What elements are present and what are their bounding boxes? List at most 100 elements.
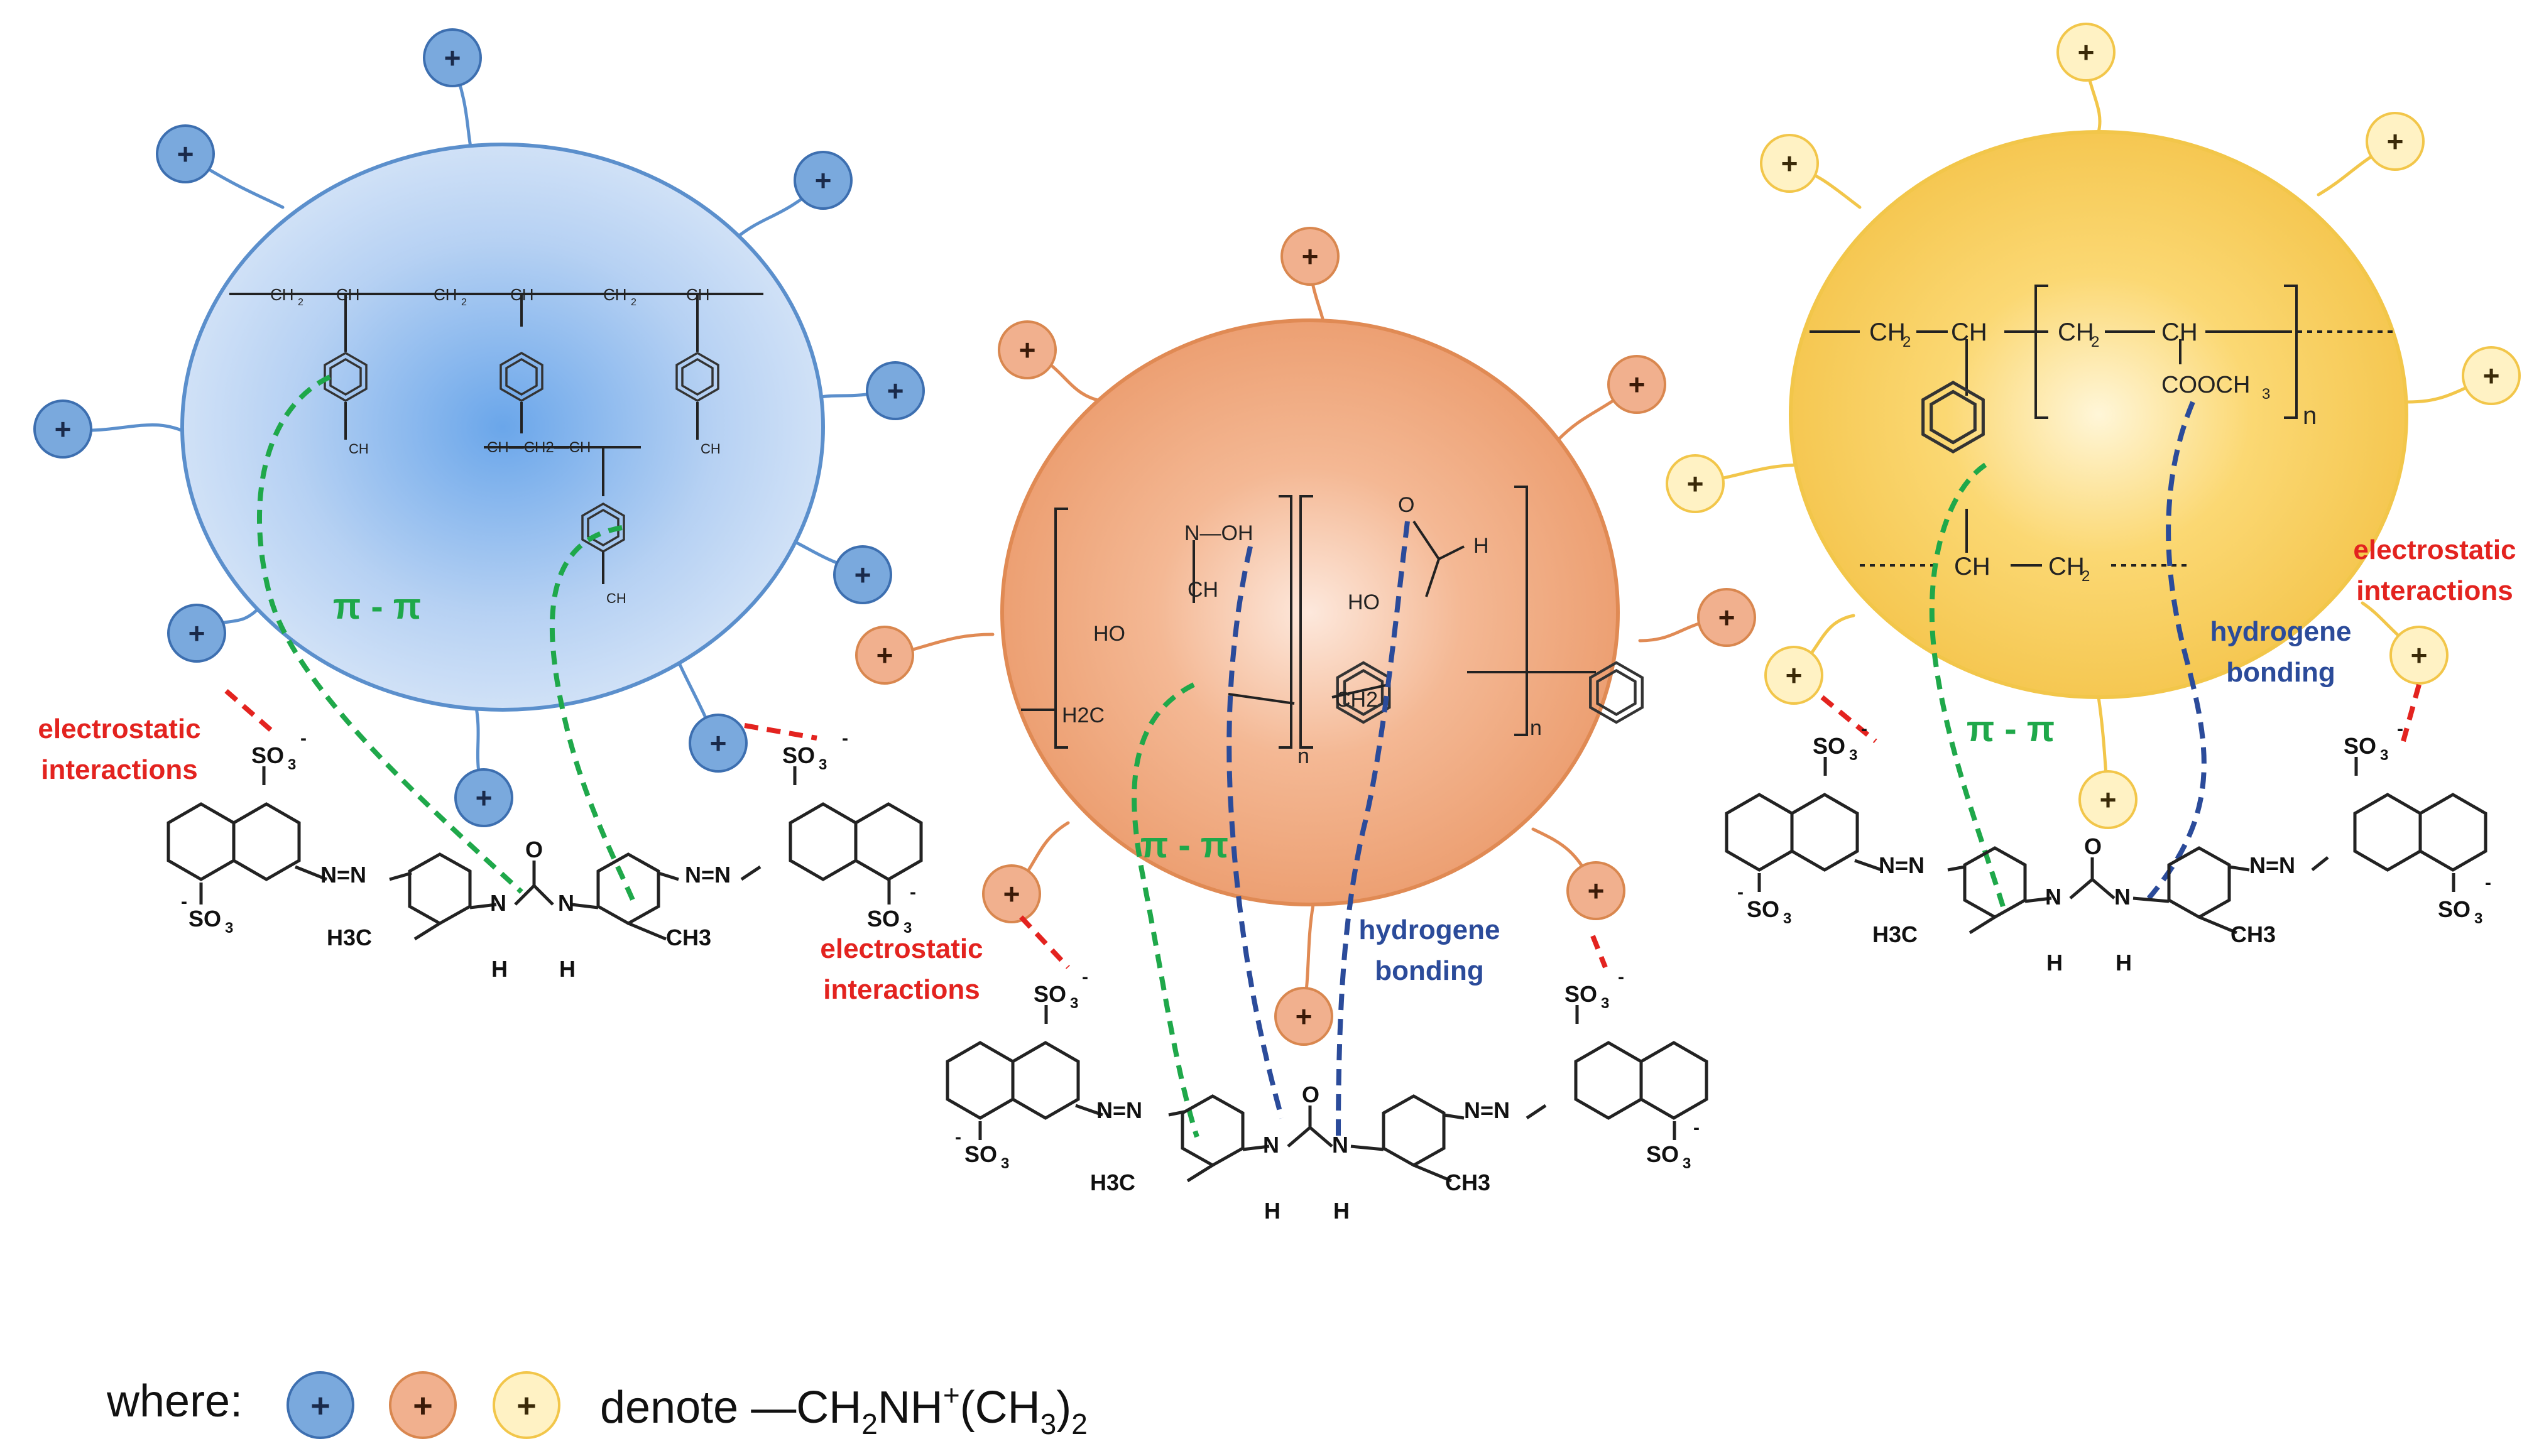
- blue-bridge: CH—CH2—CH: [487, 439, 591, 456]
- svg-text:+: +: [1588, 874, 1605, 907]
- yellow-hb-line: [2146, 401, 2207, 900]
- dye2-so3-bottom-left: SO: [964, 1141, 997, 1167]
- orange-es-line-2: [1590, 935, 1608, 969]
- orange-particle: N—OH CH HO H2C CH2 O H HO n n + + + + + …: [855, 227, 1756, 1138]
- blue-ch2-2: CH: [434, 285, 457, 304]
- svg-text:+: +: [188, 617, 205, 649]
- dye1-nh-left-n: N: [490, 890, 506, 916]
- yellow-hb-label-2: bonding: [2226, 657, 2335, 688]
- dye1-ch3: CH3: [666, 925, 711, 950]
- svg-text:3: 3: [2262, 386, 2270, 403]
- dye2-h3c: H3C: [1090, 1170, 1135, 1195]
- svg-text:+: +: [815, 164, 832, 197]
- svg-text:+: +: [310, 1387, 330, 1425]
- blue-ch-1: CH: [336, 285, 360, 304]
- dye1-nh-left-h: H: [491, 956, 508, 982]
- orange-charge-icon: +: [982, 864, 1041, 923]
- yellow-polymer-labels: CH 2 CH CH 2 CH COOCH 3 n CH CH 2: [1869, 318, 2317, 585]
- yellow-es-label-1: electrostatic: [2353, 535, 2516, 565]
- dye-3: SO 3 - SO 3 - N=N H3C N H O N H N=N CH3 …: [1727, 719, 2491, 975]
- svg-text:+: +: [1781, 147, 1798, 180]
- svg-text:+: +: [2483, 359, 2500, 392]
- svg-text:+: +: [476, 781, 493, 814]
- svg-text:-: -: [181, 891, 187, 912]
- svg-text:2: 2: [631, 297, 636, 308]
- orange-charge-icon: +: [1697, 588, 1756, 647]
- yellow-charge-icon: +: [1760, 134, 1819, 193]
- orange-ch: CH: [1188, 578, 1218, 602]
- blue-ch-3: CH: [686, 285, 710, 304]
- yellow-es-line-2: [2401, 683, 2422, 742]
- dye2-nh-left-h: H: [1264, 1198, 1280, 1224]
- svg-text:-: -: [955, 1127, 961, 1148]
- svg-text:-: -: [1737, 882, 1744, 903]
- svg-text:+: +: [2411, 639, 2428, 671]
- blue-es-line-2: [744, 723, 817, 741]
- legend-blue-charge-icon: +: [287, 1371, 354, 1439]
- dye2-carbonyl-o: O: [1302, 1082, 1319, 1107]
- orange-n-2: n: [1530, 716, 1542, 740]
- svg-text:2: 2: [2082, 568, 2090, 585]
- legend: where: + + + denote —CH2NH+(CH3)2: [106, 1371, 1088, 1440]
- dye-2: SO 3 - SO 3 - N=N H3C N H O N H N=N CH3 …: [947, 967, 1706, 1224]
- dye1-nh-right-h: H: [559, 956, 576, 982]
- orange-ch2: CH2: [1335, 688, 1378, 712]
- blue-ch2-low: CH: [606, 590, 626, 606]
- dye3-h3c: H3C: [1872, 921, 1918, 947]
- svg-text:+: +: [1003, 877, 1020, 910]
- dye1-nh-right-n: N: [558, 890, 574, 916]
- svg-text:+: +: [516, 1387, 537, 1425]
- svg-text:+: +: [1786, 659, 1803, 692]
- dye2-azo-right: N=N: [1464, 1097, 1510, 1123]
- blue-pi-line-1: [256, 374, 523, 894]
- dye1-so3-top-right: SO: [782, 742, 815, 768]
- dye3-azo-left: N=N: [1879, 852, 1925, 878]
- svg-text:+: +: [1718, 601, 1735, 634]
- dye1-h3c: H3C: [327, 925, 372, 950]
- yellow-ch-2: CH: [2161, 318, 2198, 346]
- orange-n-1: n: [1297, 744, 1309, 768]
- dye3-nh-left-n: N: [2045, 884, 2061, 910]
- svg-text:-: -: [1082, 967, 1088, 987]
- svg-text:-: -: [1693, 1117, 1700, 1138]
- blue-charge-icon: +: [423, 28, 482, 87]
- svg-text:+: +: [177, 138, 194, 170]
- dye2-azo-left: N=N: [1096, 1097, 1142, 1123]
- yellow-es-label-2: interactions: [2356, 575, 2513, 606]
- dye3-carbonyl-o: O: [2084, 834, 2102, 859]
- svg-text:+: +: [1019, 334, 1036, 366]
- svg-text:3: 3: [1601, 995, 1609, 1012]
- svg-text:-: -: [842, 728, 848, 749]
- orange-cho-o: O: [1398, 493, 1414, 517]
- orange-noh: N—OH: [1184, 521, 1253, 545]
- dye3-ch3: CH3: [2230, 921, 2276, 947]
- yellow-cooch3: COOCH: [2161, 372, 2250, 398]
- svg-text:+: +: [413, 1387, 433, 1425]
- dye2-nh-right-n: N: [1332, 1132, 1348, 1158]
- svg-text:3: 3: [1683, 1155, 1691, 1172]
- dye-1: SO 3 - SO 3 - N=N H3C N H O N H N=N CH3 …: [168, 728, 921, 982]
- svg-text:+: +: [1687, 467, 1704, 500]
- orange-hb-label-2: bonding: [1375, 955, 1484, 986]
- orange-hb-line-2: [1336, 521, 1410, 1138]
- dye3-so3-bottom-right: SO: [2438, 896, 2471, 922]
- blue-es-line-1: [224, 688, 278, 737]
- blue-pi-line-2: [549, 525, 637, 906]
- center-es-label-2: interactions: [823, 974, 980, 1005]
- legend-yellow-charge-icon: +: [493, 1371, 560, 1439]
- yellow-hb-label-1: hydrogene: [2210, 616, 2352, 647]
- dye3-so3-top-right: SO: [2344, 733, 2376, 759]
- svg-text:+: +: [444, 41, 461, 74]
- orange-cho-h: H: [1473, 534, 1489, 558]
- yellow-ch2: CH: [1869, 318, 1906, 346]
- svg-text:3: 3: [2380, 747, 2388, 764]
- svg-text:-: -: [1618, 967, 1624, 987]
- orange-es-line-1: [1019, 915, 1070, 969]
- dye3-nh-left-h: H: [2046, 950, 2063, 975]
- yellow-es-line-1: [1820, 695, 1877, 744]
- orange-charge-icon: +: [1274, 987, 1333, 1046]
- svg-text:3: 3: [819, 756, 827, 773]
- orange-charge-icon: +: [1280, 227, 1340, 286]
- legend-where: where:: [106, 1376, 243, 1426]
- dye1-so3-bottom-left: SO: [188, 906, 221, 932]
